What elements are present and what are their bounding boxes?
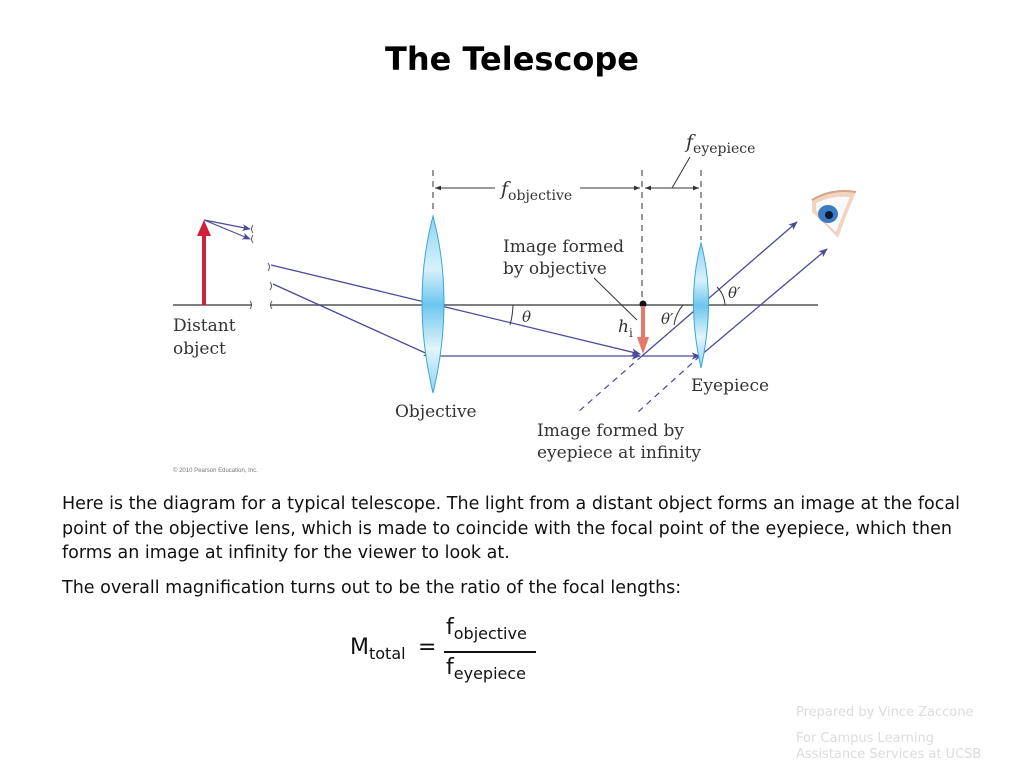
hi-label: hi xyxy=(618,317,633,340)
eyepiece-lens xyxy=(693,241,709,369)
copyright-text: © 2010 Pearson Education, Inc. xyxy=(173,467,258,474)
optical-axis xyxy=(173,300,818,310)
paragraph-magnification: The overall magnification turns out to b… xyxy=(62,577,682,598)
formula-lhs: Mtotal xyxy=(350,635,406,663)
formula-denominator: feyepiece xyxy=(446,655,526,683)
f-eyepiece-dimension xyxy=(645,156,699,191)
f-objective-label: fobjective xyxy=(499,178,572,204)
angle-arcs xyxy=(509,286,726,326)
formula-numerator: fobjective xyxy=(446,615,527,643)
focal-lines xyxy=(432,170,702,303)
objective-label: Objective xyxy=(395,402,477,422)
eye-icon xyxy=(811,190,857,238)
slide-title: The Telescope xyxy=(384,40,639,78)
fraction-bar xyxy=(444,651,536,653)
objective-lens xyxy=(421,214,445,394)
image-pointer-line xyxy=(593,277,638,321)
credit-line-2: Assistance Services at UCSB xyxy=(796,747,982,762)
eyepiece-label: Eyepiece xyxy=(691,376,769,396)
body-text: Here is the diagram for a typical telesc… xyxy=(62,492,962,610)
prepared-by-credit: Prepared by Vince Zaccone xyxy=(796,705,974,720)
virtual-rays xyxy=(577,355,701,413)
campus-learning-credit: For Campus Learning Assistance Services … xyxy=(796,731,981,763)
theta-label: θ xyxy=(522,308,531,326)
formula-equals: = xyxy=(418,635,437,660)
image-arrow xyxy=(637,300,649,354)
credit-line-1: For Campus Learning xyxy=(796,731,934,746)
object-rays xyxy=(203,219,254,244)
theta-prime-label-upper: θ′ xyxy=(728,284,741,302)
theta-prime-label-lower: θ′ xyxy=(661,310,674,328)
paragraph-description: Here is the diagram for a typical telesc… xyxy=(62,494,960,563)
distant-object-arrow xyxy=(197,220,211,305)
f-eyepiece-label: feyepiece xyxy=(684,131,755,157)
